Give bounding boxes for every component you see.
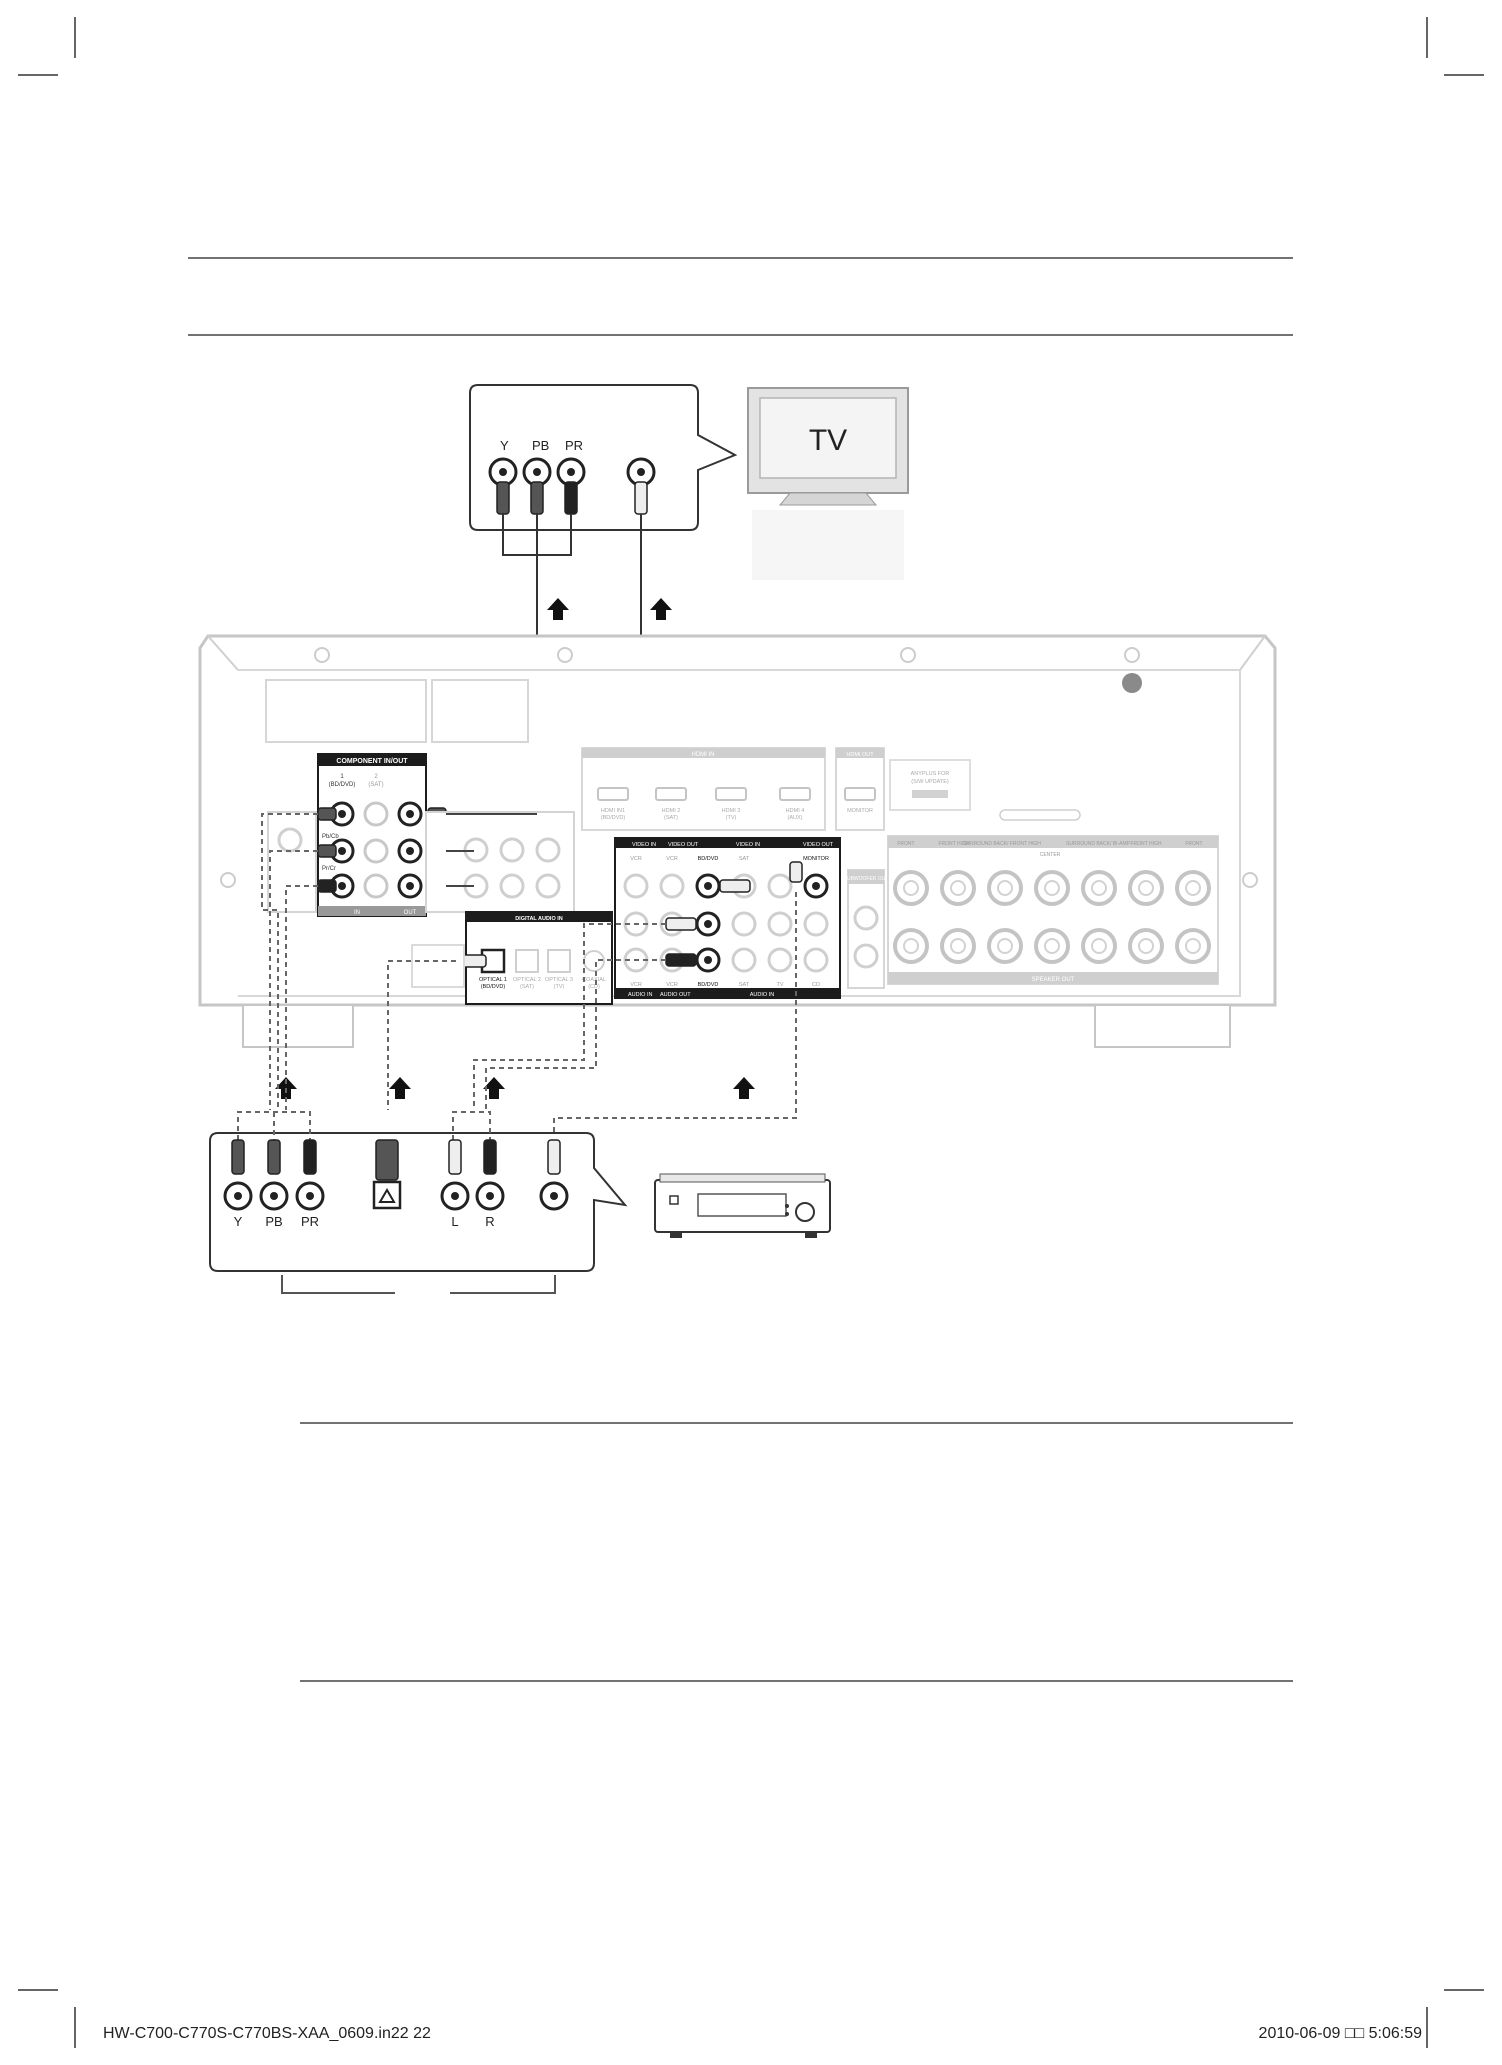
hdmi-port-4-l1: HDMI 4 [786, 808, 805, 814]
footer-file-info: HW-C700-C770S-C770BS-XAA_0609.in22 22 [103, 2025, 431, 2042]
source-jack-label-l: L [451, 1214, 458, 1229]
hdmi-port-2-l1: HDMI 2 [662, 808, 681, 814]
hdmi-out-header: HDMI OUT [846, 752, 874, 758]
hdmi-port-1-l1: HDMI IN1 [601, 808, 625, 814]
digital-in-1-l2: (BD/DVD) [481, 984, 506, 990]
video-col-2: VCR [666, 856, 678, 862]
receiver-rear-panel: COMPONENT IN/OUT 1 (BD/DVD) 2 (SAT) Y Pb… [198, 634, 1277, 1048]
digital-in-3-l1: OPTICAL 3 [545, 977, 573, 983]
source-callout: Y PB PR L R [209, 1111, 628, 1294]
audio-col-vcr-1: VCR [630, 982, 642, 988]
video-header-2: VIDEO OUT [668, 842, 699, 848]
audio-col-sat: SAT [739, 982, 750, 988]
digital-in-4-l1: COAXIAL [582, 977, 606, 983]
source-jack-label-pb: PB [265, 1214, 282, 1229]
component-out-cables [446, 813, 537, 887]
tv-callout: Y PB PR [469, 384, 796, 858]
audio-col-vcr-2: VCR [666, 982, 678, 988]
player-illustration [654, 1173, 831, 1238]
video-header-4: VIDEO OUT [803, 842, 834, 848]
hdmi-port-3-l2: (TV) [726, 815, 737, 821]
source-cables-dashed [261, 813, 797, 1140]
subwoofer-label: SUBWOOFER OUT [844, 876, 889, 882]
audio-col-cd: CD [812, 982, 820, 988]
digital-header: DIGITAL AUDIO IN [515, 916, 563, 922]
video-header-1: VIDEO IN [632, 842, 656, 848]
crop-marks [18, 17, 1484, 2048]
speaker-col-1: FRONT [897, 841, 914, 847]
component-pr: Pr/Cr [322, 866, 336, 872]
component-col2-sub: (SAT) [368, 782, 383, 788]
tv-jack-label-pb: PB [532, 438, 549, 453]
audio-col-tv: TV [776, 982, 783, 988]
digital-in-2-l2: (SAT) [520, 984, 534, 990]
tv-jack-label-pr: PR [565, 438, 583, 453]
digital-in-4-l2: (CD) [588, 984, 600, 990]
video-header-3: VIDEO IN [736, 842, 760, 848]
digital-in-1-l1: OPTICAL 1 [479, 977, 507, 983]
video-col-1: VCR [630, 856, 642, 862]
component-col2-num: 2 [374, 774, 378, 780]
audio-footer-right: AUDIO IN [750, 992, 774, 998]
source-jack-label-y: Y [234, 1214, 243, 1229]
audio-footer-left: AUDIO IN [628, 992, 652, 998]
speaker-col-6: FRONT HIGH [1130, 841, 1161, 847]
component-pb: Pb/Cb [322, 834, 339, 840]
audio-col-bd: BD/DVD [698, 982, 719, 988]
digital-in-3-l2: (TV) [554, 984, 565, 990]
speaker-col-4: CENTER [1040, 852, 1061, 858]
video-col-4: SAT [739, 856, 750, 862]
hdmi-port-3-l1: HDMI 3 [722, 808, 741, 814]
speaker-col-7: FRONT [1185, 841, 1202, 847]
tv-illustration: TV [747, 387, 909, 580]
hdmi-port-4-l2: (AUX) [788, 815, 803, 821]
component-col1-sub: (BD/DVD) [329, 782, 356, 788]
source-jack-label-pr: PR [301, 1214, 319, 1229]
component-out: OUT [404, 910, 417, 916]
digital-in-2-l1: OPTICAL 2 [513, 977, 541, 983]
usb-line2: (S/W UPDATE) [911, 779, 949, 785]
component-col1-num: 1 [340, 774, 344, 780]
hdmi-header: HDMI IN [692, 752, 715, 758]
video-col-5: MONITOR [803, 856, 829, 862]
video-col-3: BD/DVD [698, 856, 719, 862]
tv-label: TV [809, 424, 847, 457]
hdmi-port-1-l2: (BD/DVD) [601, 815, 626, 821]
speaker-col-5: SURROUND BACK/ BI-AMP [1066, 841, 1131, 847]
footer-timestamp: 2010-06-09 □□ 5:06:59 [1258, 2025, 1422, 2042]
usb-line1: ANYPLUS FOR [911, 771, 950, 777]
component-in: IN [354, 910, 360, 916]
speaker-header: SPEAKER OUT [1032, 977, 1075, 983]
source-jack-label-r: R [485, 1214, 494, 1229]
component-header: COMPONENT IN/OUT [336, 758, 408, 765]
tv-jack-label-y: Y [500, 438, 509, 453]
hdmi-port-2-l2: (SAT) [664, 815, 678, 821]
speaker-col-2: FRONT HIGH [938, 841, 969, 847]
section-rules [188, 257, 1293, 1682]
speaker-col-3: SURROUND BACK/ FRONT HIGH [963, 841, 1041, 847]
hdmi-out-port: MONITOR [847, 808, 873, 814]
audio-footer-mid: AUDIO OUT [660, 992, 691, 998]
